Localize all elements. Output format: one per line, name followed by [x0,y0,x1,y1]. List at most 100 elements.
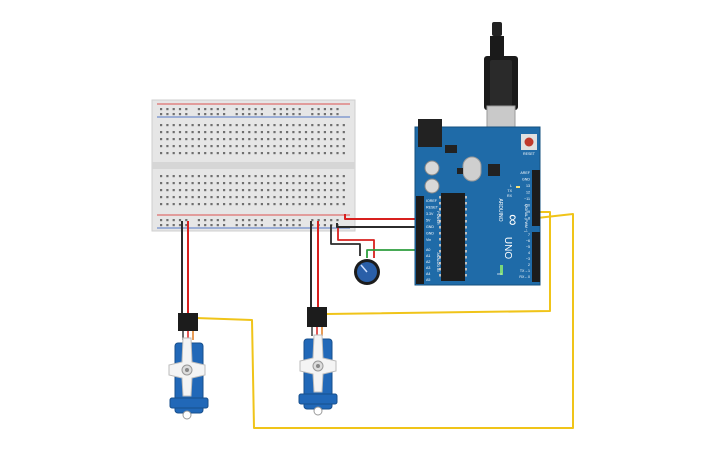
breadboard-hole[interactable] [185,219,188,222]
breadboard-hole[interactable] [235,108,238,111]
breadboard-hole[interactable] [304,124,308,127]
breadboard-hole[interactable] [216,196,219,199]
breadboard-hole[interactable] [311,145,314,148]
breadboard-hole[interactable] [223,196,226,199]
breadboard-hole[interactable] [311,189,314,192]
breadboard-hole[interactable] [292,224,295,227]
breadboard-hole[interactable] [204,196,207,199]
breadboard-hole[interactable] [317,145,320,148]
breadboard-hole[interactable] [292,203,295,206]
breadboard-hole[interactable] [241,113,245,116]
breadboard-hole[interactable] [216,108,219,111]
breadboard-hole[interactable] [323,203,326,206]
breadboard-hole[interactable] [311,219,314,222]
breadboard-hole[interactable] [223,189,226,192]
breadboard-hole[interactable] [292,138,295,141]
breadboard-hole[interactable] [267,189,270,192]
breadboard-hole[interactable] [185,131,188,134]
breadboard-hole[interactable] [323,219,326,222]
breadboard[interactable] [151,99,356,232]
breadboard-hole[interactable] [317,108,320,111]
breadboard-hole[interactable] [197,203,200,206]
breadboard-hole[interactable] [185,196,188,199]
breadboard-hole[interactable] [248,219,251,222]
breadboard-hole[interactable] [311,152,314,155]
breadboard-hole[interactable] [286,189,289,192]
breadboard-hole[interactable] [178,175,182,178]
breadboard-hole[interactable] [241,196,245,199]
breadboard-hole[interactable] [342,175,345,178]
breadboard-hole[interactable] [204,219,207,222]
breadboard-hole[interactable] [178,196,182,199]
breadboard-hole[interactable] [185,224,188,227]
breadboard-hole[interactable] [204,203,207,206]
breadboard-hole[interactable] [330,138,333,141]
breadboard-hole[interactable] [286,182,289,185]
servo-1[interactable] [168,313,209,420]
breadboard-hole[interactable] [273,224,276,227]
breadboard-hole[interactable] [197,145,200,148]
breadboard-hole[interactable] [223,224,226,227]
breadboard-hole[interactable] [273,145,276,148]
breadboard-hole[interactable] [178,203,182,206]
breadboard-hole[interactable] [166,152,169,155]
breadboard-hole[interactable] [185,203,188,206]
breadboard-hole[interactable] [172,224,175,227]
breadboard-hole[interactable] [191,138,194,141]
breadboard-hole[interactable] [273,113,276,116]
breadboard-hole[interactable] [185,182,188,185]
breadboard-hole[interactable] [235,189,238,192]
breadboard-hole[interactable] [210,113,213,116]
breadboard-hole[interactable] [160,175,163,178]
breadboard-hole[interactable] [273,138,276,141]
breadboard-hole[interactable] [210,108,213,111]
breadboard-hole[interactable] [304,175,308,178]
breadboard-hole[interactable] [254,182,257,185]
breadboard-hole[interactable] [330,189,333,192]
breadboard-hole[interactable] [166,138,169,141]
breadboard-hole[interactable] [204,224,207,227]
breadboard-hole[interactable] [197,189,200,192]
breadboard-hole[interactable] [229,145,232,148]
breadboard-hole[interactable] [298,124,301,127]
potentiometer[interactable] [354,259,380,285]
breadboard-hole[interactable] [223,131,226,134]
breadboard-hole[interactable] [273,219,276,222]
breadboard-hole[interactable] [229,131,232,134]
wire-gnd[interactable] [336,223,419,228]
breadboard-hole[interactable] [254,203,257,206]
breadboard-hole[interactable] [191,196,194,199]
breadboard-hole[interactable] [166,131,169,134]
breadboard-hole[interactable] [286,224,289,227]
breadboard-hole[interactable] [292,124,295,127]
breadboard-hole[interactable] [317,219,320,222]
breadboard-hole[interactable] [286,108,289,111]
breadboard-hole[interactable] [342,196,345,199]
breadboard-hole[interactable] [223,203,226,206]
breadboard-hole[interactable] [172,182,175,185]
breadboard-hole[interactable] [204,182,207,185]
breadboard-hole[interactable] [204,152,207,155]
wire-pot-gnd[interactable] [330,225,361,256]
breadboard-hole[interactable] [304,189,308,192]
breadboard-hole[interactable] [292,131,295,134]
breadboard-hole[interactable] [197,113,200,116]
breadboard-hole[interactable] [298,175,301,178]
breadboard-hole[interactable] [342,182,345,185]
breadboard-hole[interactable] [273,203,276,206]
breadboard-hole[interactable] [160,203,163,206]
breadboard-hole[interactable] [273,175,276,178]
breadboard-hole[interactable] [298,152,301,155]
breadboard-hole[interactable] [323,175,326,178]
breadboard-hole[interactable] [311,175,314,178]
breadboard-hole[interactable] [210,131,213,134]
breadboard-hole[interactable] [330,182,333,185]
breadboard-hole[interactable] [223,175,226,178]
breadboard-hole[interactable] [254,124,257,127]
breadboard-hole[interactable] [292,219,295,222]
breadboard-hole[interactable] [160,113,163,116]
breadboard-hole[interactable] [267,196,270,199]
breadboard-hole[interactable] [298,189,301,192]
breadboard-hole[interactable] [210,203,213,206]
